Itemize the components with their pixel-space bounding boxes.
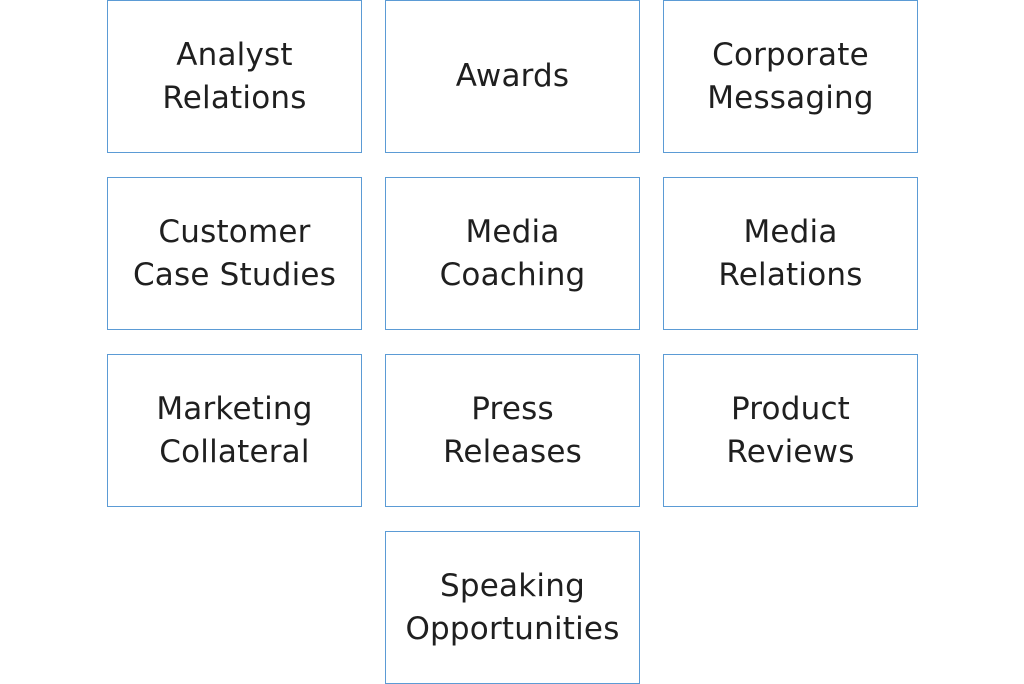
box-label-line-1: Awards	[455, 58, 570, 94]
box-label-line-1: Press	[471, 390, 554, 427]
box-label-line-2: Relations	[718, 256, 863, 293]
box-label-line-1: Media	[465, 213, 560, 250]
box-label-line-1: Media	[743, 213, 838, 250]
box-label-line-2: Collateral	[159, 433, 310, 470]
box-label-line-2: Opportunities	[405, 610, 620, 647]
box-label: Product Reviews	[726, 388, 854, 474]
box-label: Speaking Opportunities	[405, 565, 619, 651]
box-analyst-relations: Analyst Relations	[107, 0, 362, 153]
box-media-coaching: Media Coaching	[385, 177, 640, 330]
box-label: Media Relations	[718, 211, 862, 297]
box-label-line-1: Customer	[158, 213, 311, 250]
box-label-line-2: Case Studies	[132, 256, 337, 293]
box-corporate-messaging: Corporate Messaging	[663, 0, 918, 153]
box-label: Analyst Relations	[162, 34, 306, 120]
box-label: Press Releases	[443, 388, 582, 474]
box-label: Marketing Collateral	[156, 388, 312, 474]
box-media-relations: Media Relations	[663, 177, 918, 330]
service-grid: Analyst Relations Awards Corporate Messa…	[107, 0, 918, 684]
box-label-line-1: Analyst	[176, 36, 293, 73]
box-label-line-2: Coaching	[439, 256, 586, 293]
box-label: Awards	[456, 55, 570, 98]
box-press-releases: Press Releases	[385, 354, 640, 507]
box-label-line-2: Messaging	[707, 79, 874, 116]
box-label-line-2: Releases	[443, 433, 582, 470]
box-customer-case-studies: Customer Case Studies	[107, 177, 362, 330]
box-awards: Awards	[385, 0, 640, 153]
box-label-line-1: Product	[730, 390, 851, 427]
box-label: Customer Case Studies	[133, 211, 336, 297]
box-product-reviews: Product Reviews	[663, 354, 918, 507]
box-marketing-collateral: Marketing Collateral	[107, 354, 362, 507]
box-label-line-1: Marketing	[156, 390, 313, 427]
box-label-line-1: Corporate	[712, 36, 869, 73]
box-label: Corporate Messaging	[707, 34, 874, 120]
box-label-line-2: Reviews	[726, 433, 855, 470]
box-label-line-1: Speaking	[440, 567, 585, 604]
box-label-line-2: Relations	[162, 79, 307, 116]
box-speaking-opportunities: Speaking Opportunities	[385, 531, 640, 684]
box-label: Media Coaching	[440, 211, 586, 297]
